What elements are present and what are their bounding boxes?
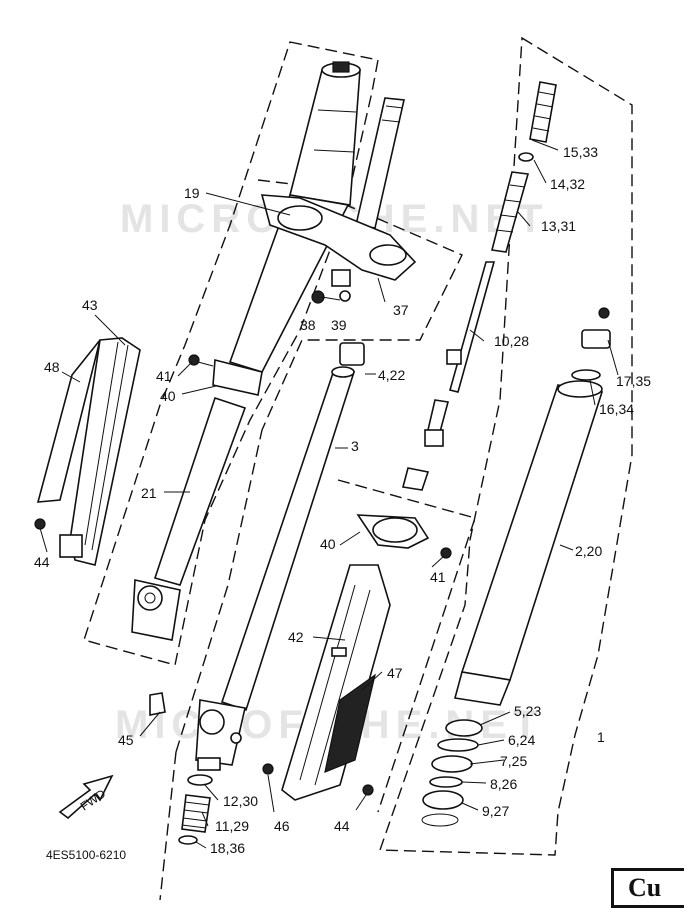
callout-12-30: 12,30 [223,793,258,809]
callout-13-31: 13,31 [541,218,576,234]
page-tab: Cu [611,868,684,908]
lower-clamp-40 [356,514,430,549]
fwd-arrow: FWD [58,774,114,820]
page-tab-label: Cu [628,873,662,902]
callout-9-27: 9,27 [482,803,509,819]
spring-11 [178,774,213,845]
callout-4-22: 4,22 [378,367,405,383]
callout-5-23: 5,23 [514,703,541,719]
callout-47: 47 [387,665,403,681]
callout-17-35: 17,35 [616,373,651,389]
outer-tube-2 [453,380,604,706]
outer-tube-boundary [159,429,263,900]
callout-7-25: 7,25 [500,753,527,769]
left-inner-tube [289,61,361,206]
inner-tube-3 [220,366,356,712]
slide-bushing-4 [339,342,365,366]
protector-42 [281,564,391,801]
callout-44b: 44 [334,818,350,834]
axle-bracket [195,699,246,771]
callout-43: 43 [82,297,98,313]
callout-2-20: 2,20 [575,543,602,559]
bolt-41-lower [440,547,452,559]
callout-19: 19 [184,185,200,201]
callout-41: 41 [156,368,172,384]
callout-11-29: 11,29 [215,818,249,834]
cap-45 [149,692,166,716]
callout-48: 48 [44,359,60,375]
callout-1: 1 [597,729,605,745]
left-lower-outer-tube [131,358,263,641]
callout-16-34: 16,34 [599,401,634,417]
callout-40b: 40 [320,536,336,552]
cap-bolt-17 [581,307,611,349]
bolt-41-upper [188,354,214,367]
callout-39: 39 [331,317,347,333]
callout-40: 40 [160,388,176,404]
callout-3: 3 [351,438,359,454]
left-fork-boundary [83,41,379,666]
spring-15 [529,81,557,143]
right-fork-boundary [379,36,633,856]
callout-labels: 19 43 48 41 40 21 44 38 39 37 4,22 3 40 … [34,144,651,856]
o-ring-16 [571,369,601,381]
callout-37: 37 [393,302,409,318]
callout-44: 44 [34,554,50,570]
callout-21: 21 [141,485,157,501]
callout-41b: 41 [430,569,446,585]
callout-10-28: 10,28 [494,333,529,349]
seals-stack [421,719,483,827]
fork-guard [34,337,141,566]
callout-14-32: 14,32 [550,176,585,192]
callout-6-24: 6,24 [508,732,535,748]
callout-38: 38 [300,317,316,333]
callout-18-36: 18,36 [210,840,245,856]
lower-right-boundary [337,479,476,813]
diagram-code: 4ES5100-6210 [46,848,126,862]
upper-triple-clamp [260,194,417,302]
damper-rod-10 [402,261,496,491]
washer-14 [518,152,534,162]
spring-guide-13 [491,171,530,253]
callout-15-33: 15,33 [563,144,598,160]
leader-lines [39,139,619,849]
callout-42: 42 [288,629,304,645]
callout-8-26: 8,26 [490,776,517,792]
bolt-38 [311,290,341,304]
protector-plate-47 [324,673,376,773]
callout-46: 46 [274,818,290,834]
callout-45: 45 [118,732,134,748]
bolt-44-lower [262,763,374,796]
